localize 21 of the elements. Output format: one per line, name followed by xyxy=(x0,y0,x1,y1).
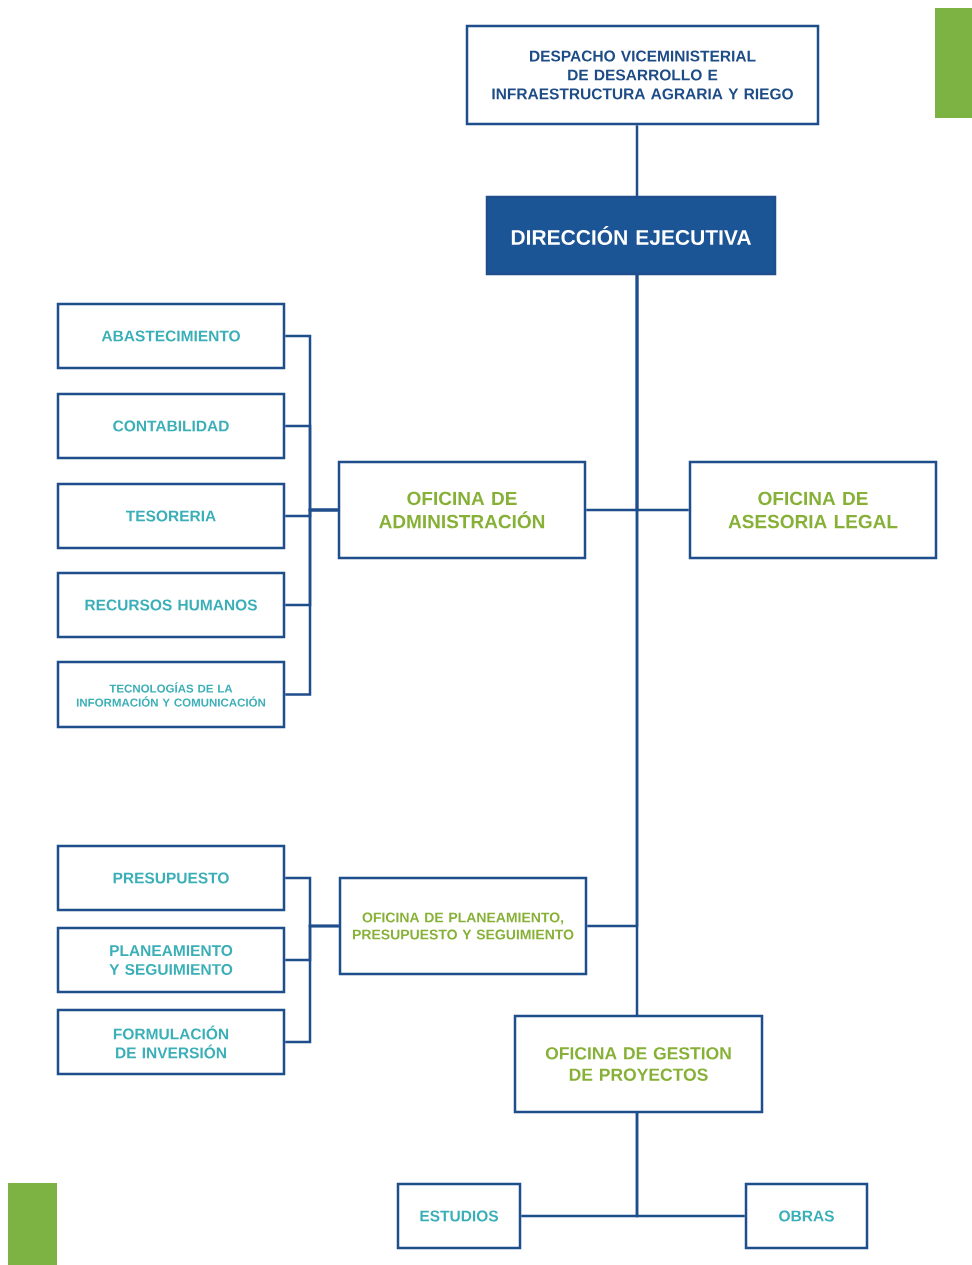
unit-box: PRESUPUESTO xyxy=(56,844,286,912)
office-box: OFICINA DE ASESORIA LEGAL xyxy=(688,460,938,560)
unit-box: ABASTECIMIENTO xyxy=(56,302,286,370)
unit-box: ESTUDIOS xyxy=(396,1182,522,1250)
unit-box: TESORERIA xyxy=(56,482,286,550)
office-box: OFICINA DE GESTION DE PROYECTOS xyxy=(513,1014,764,1114)
unit-box: PLANEAMIENTO Y SEGUIMIENTO xyxy=(56,926,286,994)
unit-box: FORMULACIÓN DE INVERSIÓN xyxy=(56,1008,286,1076)
connector-line xyxy=(285,508,338,696)
office-box: OFICINA DE PLANEAMIENTO, PRESUPUESTO Y SEGUIMIENTO xyxy=(338,876,588,976)
unit-box: OBRAS xyxy=(744,1182,869,1250)
unit-box: TECNOLOGÍAS DE LA INFORMACIÓN Y COMUNICACIÓN xyxy=(56,660,286,729)
connector-line xyxy=(285,924,339,1044)
connector-line xyxy=(635,274,639,1016)
box: DESPACHO VICEMINISTERIAL DE DESARROLLO E INFRAESTRUCTURA AGRARIA Y RIEGO xyxy=(465,24,820,126)
unit-box: RECURSOS HUMANOS xyxy=(56,571,286,639)
header-box: DIRECCIÓN EJECUTIVA xyxy=(485,195,777,276)
connector-line xyxy=(635,1112,745,1218)
office-box: OFICINA DE ADMINISTRACIÓN xyxy=(337,460,587,560)
unit-box: CONTABILIDAD xyxy=(56,392,286,460)
connector-line xyxy=(635,125,639,197)
